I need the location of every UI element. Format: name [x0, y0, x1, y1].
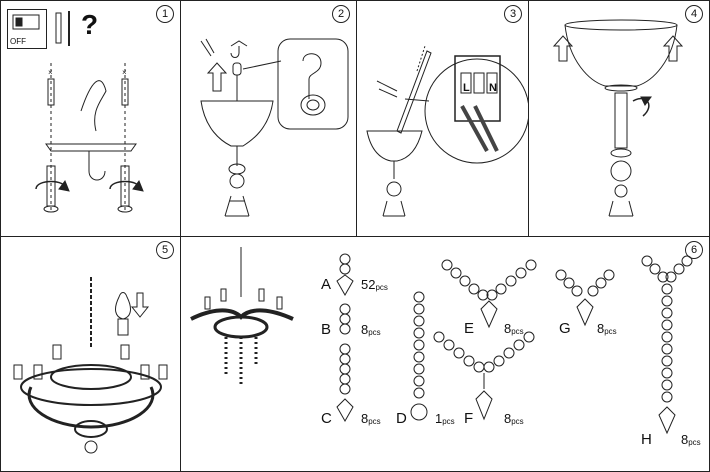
step-1-panel: 1 OFF ? × × — [0, 0, 181, 237]
part-qty-h: 8pcs — [681, 432, 701, 447]
terminal-label-n: N — [489, 82, 497, 94]
part-letter-d: D — [396, 410, 407, 427]
step-number-2: 2 — [332, 5, 350, 23]
part-qty-e: 8pcs — [504, 321, 524, 336]
part-qty-a: 52pcs — [361, 277, 388, 292]
step-number-6: 6 — [685, 241, 703, 259]
step-number-3: 3 — [504, 5, 522, 23]
switch-off-label: OFF — [10, 37, 26, 46]
part-letter-g: G — [559, 320, 571, 337]
terminal-label-l: L — [463, 82, 470, 94]
step-6-panel: 6 — [180, 236, 710, 472]
part-qty-g: 8pcs — [597, 321, 617, 336]
part-letter-e: E — [464, 320, 475, 337]
step-number-5: 5 — [156, 241, 174, 259]
fix-canopy-drawing — [552, 19, 684, 217]
step-number-4: 4 — [685, 5, 703, 23]
power-switch-icon: OFF — [7, 9, 47, 49]
electrical-wiring-drawing — [366, 45, 528, 217]
part-letter-h: H — [641, 431, 652, 448]
part-letter-b: B — [321, 321, 332, 338]
insert-bulbs-drawing — [13, 277, 168, 454]
part-letter-f: F — [464, 410, 474, 427]
step-2-panel: 2 — [180, 0, 357, 237]
part-qty-f: 8pcs — [504, 411, 524, 426]
step-4-panel: 4 — [528, 0, 710, 237]
step-3-panel: 3 L N — [356, 0, 529, 237]
question-symbol: ? — [81, 9, 99, 40]
crystal-parts-drawing — [190, 247, 693, 435]
svg-text:×: × — [48, 68, 53, 77]
svg-text:×: × — [122, 68, 127, 77]
part-qty-d: 1pcs — [435, 411, 455, 426]
step-number-1: 1 — [156, 5, 174, 23]
part-qty-b: 8pcs — [361, 322, 381, 337]
part-qty-c: 8pcs — [361, 411, 381, 426]
hang-canopy-drawing — [200, 38, 349, 217]
part-letter-c: C — [321, 410, 332, 427]
ceiling-hook-mounting-drawing: × × — [12, 11, 144, 213]
step-5-panel: 5 — [0, 236, 181, 472]
part-letter-a: A — [321, 276, 332, 293]
